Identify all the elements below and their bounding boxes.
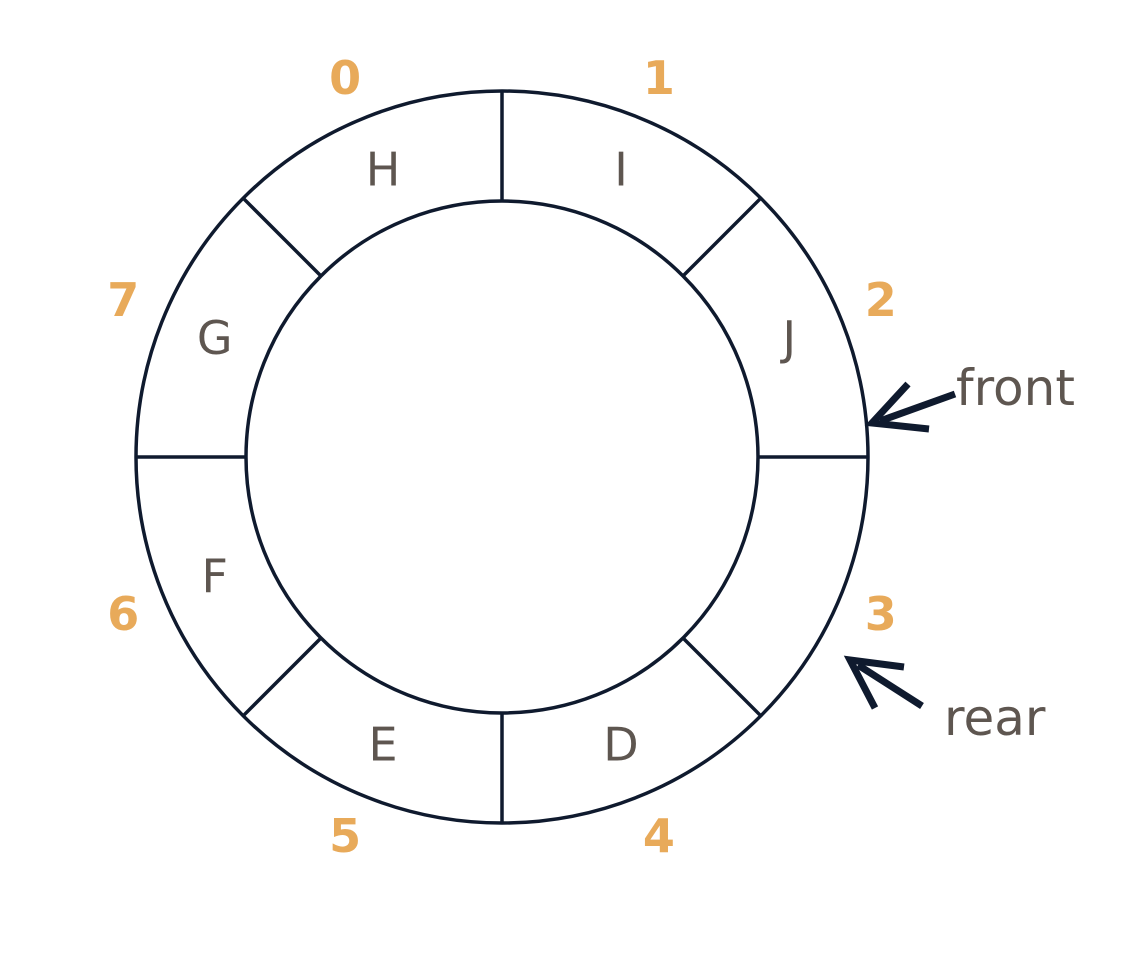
slot-value-1: I [614, 143, 628, 197]
slot-divider [681, 636, 763, 718]
front-label: front [956, 359, 1075, 417]
slot-value-2: J [780, 311, 797, 365]
inner-ring [244, 199, 760, 715]
slot-value-7: G [197, 311, 233, 365]
slot-index-4: 4 [643, 809, 675, 863]
slot-index-6: 6 [107, 587, 139, 641]
slot-value-6: F [201, 549, 227, 603]
slot-divider [681, 196, 763, 278]
slot-index-3: 3 [865, 587, 897, 641]
slot-index-5: 5 [329, 809, 361, 863]
slot-dividers [136, 91, 868, 823]
rear-arrow-head [843, 655, 905, 710]
slot-index-0: 0 [329, 51, 361, 105]
slot-divider [241, 636, 323, 718]
rear-arrow-shaft [856, 662, 924, 709]
slot-index-7: 7 [107, 273, 139, 327]
slot-index-2: 2 [865, 273, 897, 327]
slot-divider [241, 196, 323, 278]
slot-value-4: D [603, 717, 638, 771]
rear-pointer: rear [843, 655, 1046, 747]
slot-index-1: 1 [643, 51, 675, 105]
slot-value-5: E [368, 717, 397, 771]
rear-label: rear [944, 689, 1046, 747]
front-arrow-head [864, 381, 930, 433]
front-arrow-shaft [878, 390, 957, 425]
slot-value-0: H [366, 143, 401, 197]
front-pointer: front [864, 359, 1075, 433]
